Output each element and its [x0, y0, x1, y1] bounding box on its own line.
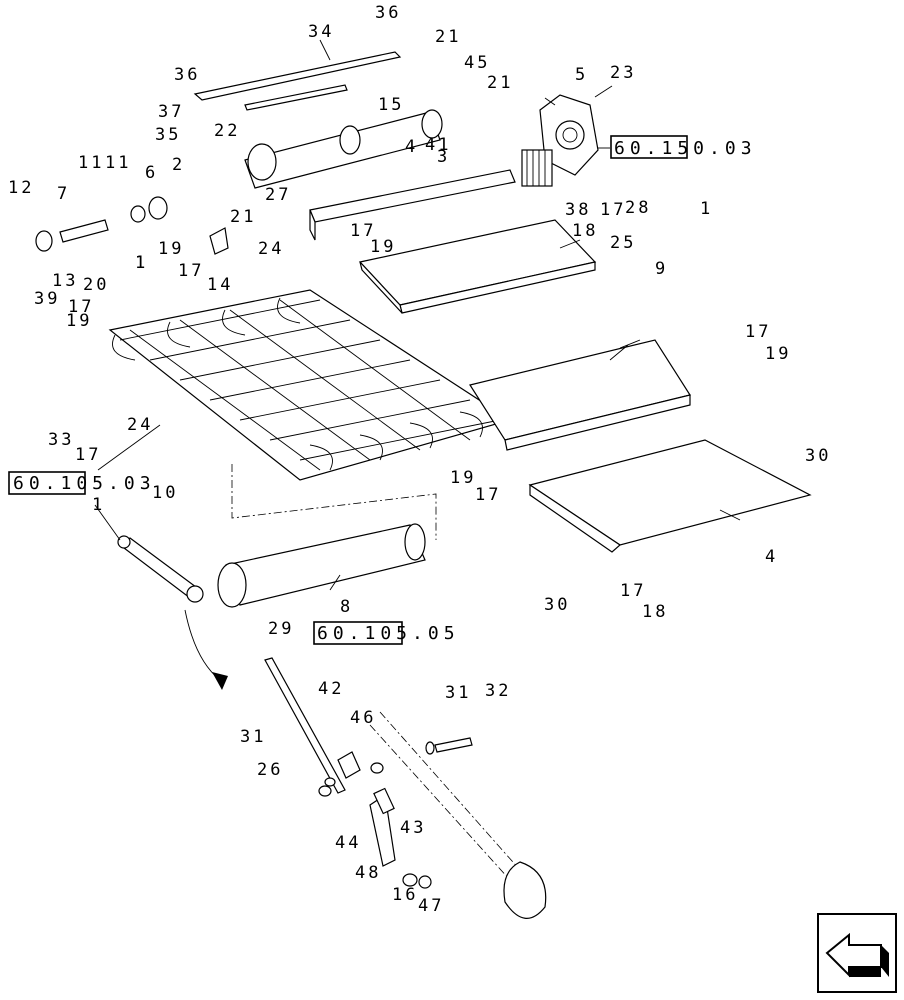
callout-28: 28 [625, 198, 651, 218]
callout-19b: 19 [158, 239, 184, 259]
callout-30: 30 [805, 446, 831, 466]
callout-19: 19 [370, 237, 396, 257]
callout-18b: 18 [642, 602, 668, 622]
callout-38: 38 [565, 200, 591, 220]
callout-26: 26 [257, 760, 283, 780]
scraper-strip [193, 51, 402, 111]
callout-8: 8 [340, 597, 353, 617]
callout-10: 10 [152, 483, 178, 503]
callout-22: 22 [214, 121, 240, 141]
upper-shield [358, 219, 597, 314]
reference-box-60-105-03 [8, 471, 86, 495]
roller-outline [231, 464, 437, 540]
callout-17h: 17 [620, 581, 646, 601]
callout-32: 32 [485, 681, 511, 701]
callout-1: 1 [700, 199, 713, 219]
idler-arm [117, 535, 204, 603]
callout-31b: 31 [445, 683, 471, 703]
reference-60-150-03: 60.150.03 [614, 138, 757, 159]
callout-3: 3 [437, 147, 450, 167]
callout-4b: 4 [765, 547, 778, 567]
roller [217, 523, 426, 608]
callout-20: 20 [83, 275, 109, 295]
callout-45: 45 [464, 53, 490, 73]
callout-5: 5 [575, 65, 588, 85]
callout-41: 41 [425, 135, 451, 155]
callout-33: 33 [48, 430, 74, 450]
drive-shaft [244, 109, 443, 189]
callout-17g: 17 [475, 485, 501, 505]
callout-14: 14 [207, 275, 233, 295]
callout-48: 48 [355, 863, 381, 883]
floor-pan [469, 339, 691, 451]
reference-60-105-05: 60.105.05 [317, 623, 460, 644]
callout-47: 47 [418, 896, 444, 916]
callout-30b: 30 [544, 595, 570, 615]
callout-12: 12 [8, 178, 34, 198]
callout-2: 2 [172, 155, 185, 175]
callout-21c: 21 [230, 207, 256, 227]
callout-9: 9 [655, 259, 668, 279]
callout-labels: 36 34 21 45 5 23 21 36 37 35 22 15 4 41 … [8, 3, 831, 916]
callout-35: 35 [155, 125, 181, 145]
callout-17b: 17 [350, 221, 376, 241]
callout-24b: 24 [127, 415, 153, 435]
callout-43: 43 [400, 818, 426, 838]
callout-7: 7 [57, 184, 70, 204]
callout-37: 37 [158, 102, 184, 122]
left-bearing-parts [35, 196, 229, 255]
callout-17e: 17 [745, 322, 771, 342]
callout-18: 18 [572, 221, 598, 241]
callout-44: 44 [335, 833, 361, 853]
callout-17f: 17 [75, 445, 101, 465]
callout-17c: 17 [178, 261, 204, 281]
callout-25: 25 [610, 233, 636, 253]
callout-11b: 11 [105, 153, 131, 173]
callout-39: 39 [34, 289, 60, 309]
callout-17: 17 [600, 200, 626, 220]
callout-34: 34 [308, 22, 334, 42]
callout-19e: 19 [450, 468, 476, 488]
chain-conveyor [108, 289, 512, 481]
bearing-block [521, 149, 553, 187]
reference-box-60-105-05 [313, 621, 403, 645]
callout-29: 29 [268, 619, 294, 639]
callout-36b: 36 [174, 65, 200, 85]
callout-19c: 19 [66, 311, 92, 331]
support-beam [309, 169, 516, 241]
leader-lines [94, 39, 741, 591]
callout-11: 11 [78, 153, 104, 173]
lower-shield [528, 439, 812, 553]
callout-1c: 1 [135, 253, 148, 273]
callout-27: 27 [265, 185, 291, 205]
callout-21b: 21 [487, 73, 513, 93]
callout-15: 15 [378, 95, 404, 115]
callout-23: 23 [610, 63, 636, 83]
callout-17d: 17 [68, 297, 94, 317]
tensioner-assembly [264, 657, 547, 919]
callout-13: 13 [52, 271, 78, 291]
callout-4: 4 [405, 137, 418, 157]
callout-19d: 19 [765, 344, 791, 364]
reference-box-60-150-03 [610, 135, 688, 159]
callout-31: 31 [240, 727, 266, 747]
reference-60-105-03: 60.105.03 [13, 473, 156, 494]
callout-24: 24 [258, 239, 284, 259]
callout-6: 6 [145, 163, 158, 183]
callout-21: 21 [435, 27, 461, 47]
callout-36: 36 [375, 3, 401, 23]
callout-42: 42 [318, 679, 344, 699]
arrow-glyph-icon [825, 932, 889, 978]
callout-1b: 1 [135, 253, 148, 273]
previous-page-arrow-icon[interactable] [817, 913, 897, 993]
callout-16: 16 [392, 885, 418, 905]
callout-1d: 1 [92, 495, 105, 515]
detail-arrow [184, 609, 228, 690]
callout-46: 46 [350, 708, 376, 728]
